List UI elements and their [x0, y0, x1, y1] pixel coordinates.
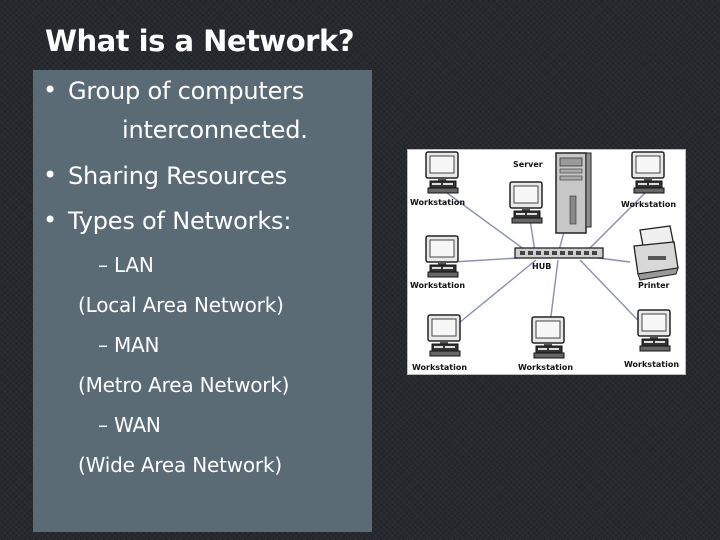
bullet-group-of-computers: Group of computers	[68, 77, 305, 105]
server-icon	[555, 152, 592, 234]
sub-bullet-lan: – LAN	[98, 253, 154, 277]
workstation-icon	[631, 151, 665, 194]
workstation-label: Workstation	[624, 360, 679, 369]
printer-label: Printer	[638, 281, 669, 290]
workstation-label: Workstation	[410, 281, 465, 290]
workstation-icon	[531, 316, 565, 359]
workstation-label: Workstation	[518, 363, 573, 372]
sub-bullet-man: – MAN	[98, 333, 160, 357]
workstation-icon	[637, 309, 671, 352]
man-description: (Metro Area Network)	[78, 373, 290, 397]
bullet-marker: •	[43, 161, 58, 189]
slide-title: What is a Network?	[45, 24, 355, 58]
workstation-label: Workstation	[410, 198, 465, 207]
lan-description: (Local Area Network)	[78, 293, 284, 317]
server-label: Server	[513, 160, 543, 169]
sub-bullet-wan: – WAN	[98, 413, 161, 437]
bullet-interconnected: interconnected.	[122, 116, 308, 144]
bullet-list: • Group of computers interconnected. • S…	[33, 70, 372, 532]
printer-icon	[633, 225, 679, 281]
network-diagram: Workstation Workstation Workstation Work…	[407, 149, 686, 375]
workstation-icon	[509, 181, 543, 224]
hub-label: HUB	[532, 262, 551, 271]
workstation-icon	[425, 151, 459, 194]
workstation-label: Workstation	[412, 363, 467, 372]
bullet-types-of-networks: Types of Networks:	[68, 207, 292, 235]
workstation-label: Workstation	[621, 200, 676, 209]
wan-description: (Wide Area Network)	[78, 453, 282, 477]
bullet-marker: •	[43, 206, 58, 234]
workstation-icon	[427, 314, 461, 357]
content-panel: • Group of computers interconnected. • S…	[33, 70, 372, 532]
hub-icon	[514, 247, 604, 259]
bullet-marker: •	[43, 76, 58, 104]
bullet-sharing-resources: Sharing Resources	[68, 162, 287, 190]
workstation-icon	[425, 235, 459, 278]
